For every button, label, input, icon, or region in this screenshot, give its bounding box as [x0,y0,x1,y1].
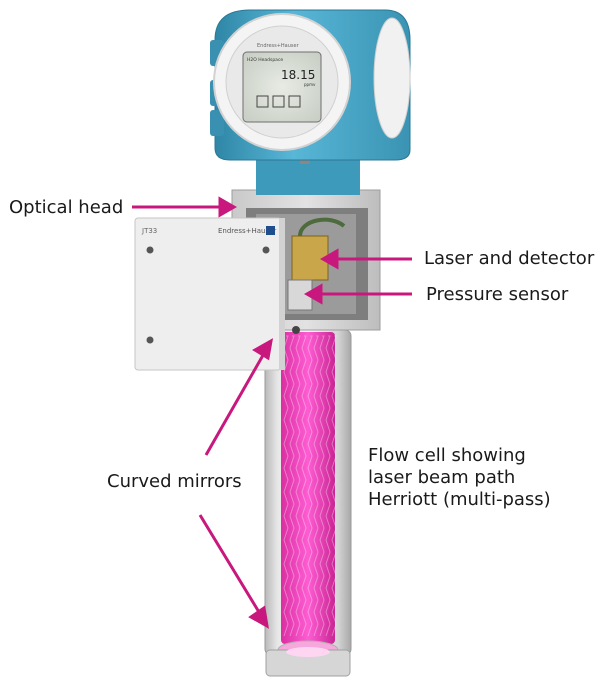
flow-cell [264,329,352,677]
beam-line [325,335,331,637]
beam-line [289,335,295,637]
transmitter: Endress+Hauser H2O Headspace 18.15 ppmv [210,9,411,195]
beam-line [313,335,319,637]
label-flow-cell-line-3: Herriott (multi-pass) [368,489,551,510]
door-panel: JT33 Endress+Hauser [134,217,285,371]
label-pressure-sensor: Pressure sensor [426,284,569,305]
arrow-curved-mirrors-bottom-head [248,605,269,629]
door-screw [262,246,270,254]
arrow-curved-mirrors-top-head [252,338,274,361]
beam-line [319,335,325,637]
display-header: H2O Headspace [247,57,283,63]
label-optical-head: Optical head [9,197,124,218]
arrow-pressure-sensor-head [303,283,323,305]
display-key-icon [272,95,285,108]
label-curved-mirrors: Curved mirrors [107,471,242,492]
box-screw [292,326,300,334]
display-screen [242,51,322,123]
label-flow-cell-line-1: Flow cell showing [368,445,526,466]
bottom-mirror-glow [286,647,330,657]
label-laser-detector: Laser and detector [424,248,595,269]
door-screw [146,246,154,254]
arrow-curved-mirrors-bottom [198,514,264,618]
rear-cover [373,17,411,139]
brand-logo-icon [266,226,275,235]
arrow-curved-mirrors-top [204,349,268,456]
display-brand: Endress+Hauser [257,43,300,49]
door-screw [146,336,154,344]
display-key-icon [256,95,269,108]
callout-arrows [132,196,412,629]
beam-lines [283,335,337,637]
label-flow-cell-line-2: laser beam path [368,467,516,488]
arrow-laser-detector-head [319,248,339,270]
cable-gland [210,110,224,136]
display-unit: ppmv [304,82,316,87]
label-flow-cell: Flow cell showing laser beam path Herrio… [368,445,598,511]
beam-line [283,335,289,637]
detector-cable [298,217,346,237]
door-brand-label: Endress+Hauser [218,227,276,235]
display-key-icon [288,95,301,108]
beam-line [301,335,307,637]
arrow-optical-head-head [218,196,238,218]
door-model-label: JT33 [141,227,157,235]
laser-beam-path [281,332,335,644]
beam-line [331,335,337,637]
beam-line [307,335,313,637]
door-edge [279,218,285,370]
beam-line [295,335,301,637]
display-value: 18.15 [281,68,315,82]
